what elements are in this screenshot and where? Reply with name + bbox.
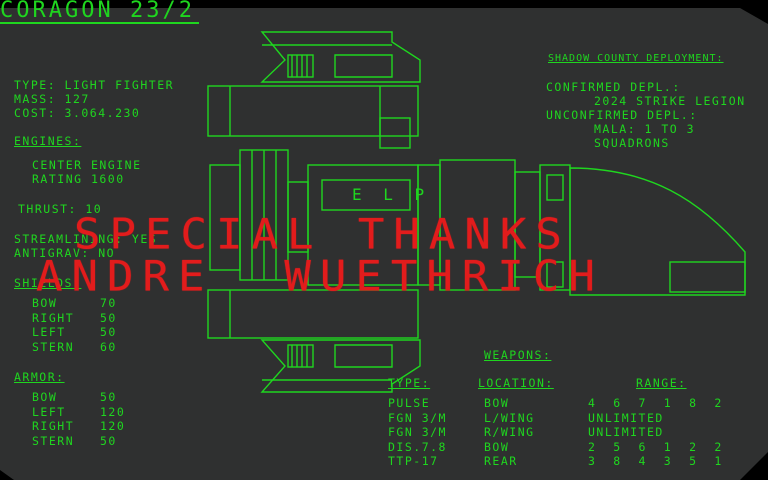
deployment-line-1: CONFIRMED DEPL.: bbox=[546, 80, 681, 94]
bottom-wing bbox=[260, 339, 421, 393]
weapon-location: BOW bbox=[484, 396, 510, 410]
weapon-location: L/WING bbox=[484, 410, 535, 425]
weapons-col-type: TYPE: bbox=[388, 376, 431, 390]
streamlining-value: STREAMLINING: YES bbox=[14, 232, 158, 246]
weapons-header: WEAPONS: bbox=[484, 348, 552, 362]
ship-title: CORAGON 23/2 bbox=[0, 0, 199, 24]
deployment-line-5: SQUADRONS bbox=[594, 136, 670, 150]
engine-line-1: CENTER ENGINE bbox=[32, 158, 142, 172]
shield-value: 50 bbox=[100, 325, 117, 339]
weapon-location: BOW bbox=[484, 439, 510, 454]
shield-label: LEFT bbox=[32, 325, 66, 339]
shield-label: BOW bbox=[32, 296, 58, 310]
armor-value: 50 bbox=[100, 433, 117, 448]
weapon-location: R/WING bbox=[484, 425, 535, 439]
armor-label: RIGHT bbox=[32, 419, 75, 433]
armor-value: 120 bbox=[100, 404, 126, 419]
weapon-type: DIS.7.8 bbox=[388, 439, 447, 454]
deployment-header: SHADOW COUNTY DEPLOYMENT: bbox=[548, 53, 724, 64]
antigrav-value: ANTIGRAV: NO bbox=[14, 246, 116, 260]
weapons-col-range: RANGE: bbox=[636, 376, 687, 390]
weapon-range: 2 5 6 1 2 2 bbox=[588, 439, 723, 454]
weapon-type: PULSE bbox=[388, 396, 431, 410]
shields-header: SHIELDS: bbox=[14, 276, 82, 290]
credits-line-2: ANDRE WUETHRICH bbox=[36, 252, 604, 301]
armor-value: 120 bbox=[100, 419, 126, 433]
shield-label: STERN bbox=[32, 339, 75, 354]
armor-label: LEFT bbox=[32, 404, 66, 419]
spec-mass: MASS: 127 bbox=[14, 92, 90, 106]
weapon-location: REAR bbox=[484, 454, 518, 468]
spec-type: TYPE: LIGHT FIGHTER bbox=[14, 78, 175, 92]
weapons-col-location: LOCATION: bbox=[478, 376, 554, 390]
shield-label: RIGHT bbox=[32, 310, 75, 325]
shield-value: 60 bbox=[100, 339, 117, 354]
engine-line-2: RATING 1600 bbox=[32, 172, 125, 186]
weapon-range: 4 6 7 1 8 2 bbox=[588, 396, 723, 410]
shield-value: 50 bbox=[100, 310, 117, 325]
weapon-type: TTP-17 bbox=[388, 454, 439, 468]
ship-label: E L P bbox=[352, 185, 431, 204]
thrust-value: THRUST: 10 bbox=[18, 202, 103, 216]
spec-cost: COST: 3.064.230 bbox=[14, 106, 141, 120]
deployment-line-2: 2024 STRIKE LEGION bbox=[594, 94, 746, 108]
weapon-range: UNLIMITED bbox=[588, 425, 664, 439]
weapon-range: UNLIMITED bbox=[588, 410, 664, 425]
armor-value: 50 bbox=[100, 390, 117, 404]
shield-value: 70 bbox=[100, 296, 117, 310]
deployment-line-4: MALA: 1 TO 3 bbox=[594, 122, 696, 136]
engines-header: ENGINES: bbox=[14, 134, 82, 148]
top-wing bbox=[260, 31, 421, 83]
armor-label: BOW bbox=[32, 390, 58, 404]
credits-line-1: SPECIAL THANKS bbox=[74, 210, 571, 259]
weapon-range: 3 8 4 3 5 1 bbox=[588, 454, 723, 468]
weapon-type: FGN 3/M bbox=[388, 425, 447, 439]
weapon-type: FGN 3/M bbox=[388, 410, 447, 425]
armor-label: STERN bbox=[32, 433, 75, 448]
armor-header: ARMOR: bbox=[14, 370, 65, 384]
deployment-line-3: UNCONFIRMED DEPL.: bbox=[546, 108, 698, 122]
